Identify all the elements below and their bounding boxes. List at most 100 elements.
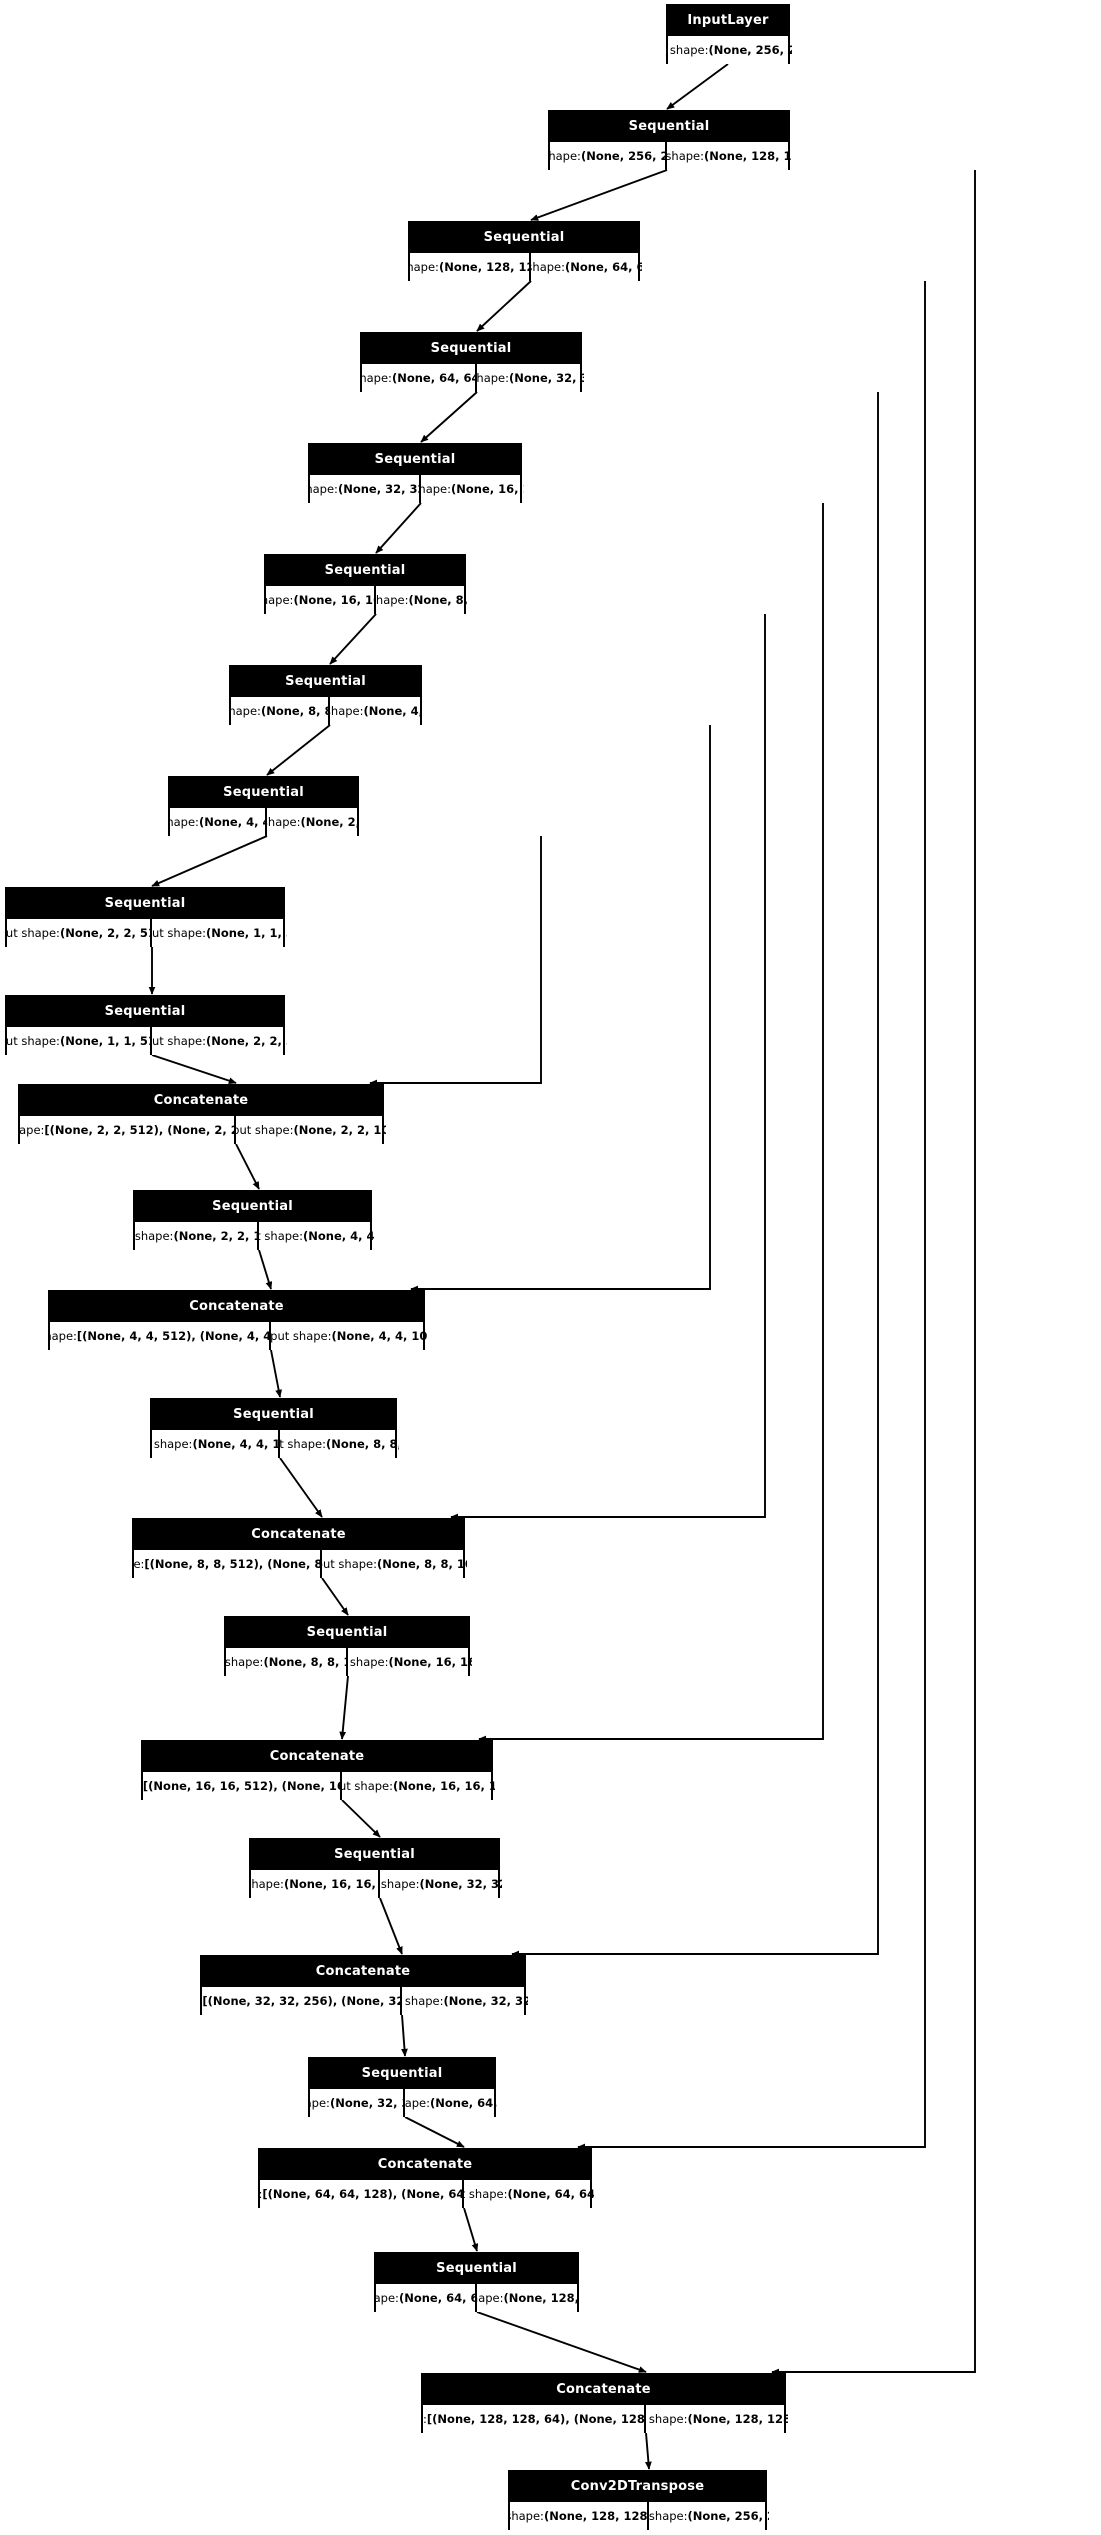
layer-node-sequential[interactable]: SequentialInput shape:(None, 4, 4, 512)O…: [168, 776, 361, 836]
layer-node-title: InputLayer: [668, 6, 788, 36]
output-shape-cell: Output shape:(None, 2, 2, 512): [152, 1027, 287, 1055]
edge-main: [530, 169, 668, 221]
output-shape-label: Output shape:: [477, 2291, 504, 2305]
layer-node-title: Sequential: [310, 445, 520, 475]
layer-node-sequential[interactable]: SequentialInput shape:(None, 2, 2, 1024)…: [133, 1190, 374, 1250]
layer-node-shapes: Input shape:(None, 64, 64, 128)Output sh…: [362, 364, 584, 392]
layer-node-concatenate[interactable]: ConcatenateInput shape:[(None, 128, 128,…: [421, 2373, 788, 2433]
input-shape-cell: Input shape:(None, 128, 128, 64): [410, 253, 531, 281]
edge-main: [151, 1054, 237, 1084]
input-shape-cell: Input shape:(None, 16, 16, 512): [266, 586, 376, 614]
edge-skip: [369, 836, 542, 1087]
input-shape-value: (None, 8, 8, 1024): [263, 1655, 346, 1669]
edge-skip: [450, 614, 766, 1521]
layer-node-concatenate[interactable]: ConcatenateInput shape:[(None, 8, 8, 512…: [132, 1518, 467, 1578]
input-shape-value: (None, 32, 32, 512): [329, 2096, 403, 2110]
layer-node-sequential[interactable]: SequentialInput shape:(None, 128, 128, 6…: [408, 221, 642, 281]
input-shape-label: Input shape:: [7, 926, 60, 940]
edge-main: [476, 280, 532, 332]
output-shape-cell: Output shape:(None, 32, 32, 256): [380, 1870, 502, 1898]
output-shape-value: (None, 1, 1, 512): [206, 926, 287, 940]
input-shape-cell: Input shape:[(None, 128, 128, 64), (None…: [423, 2405, 646, 2433]
layer-node-title: Concatenate: [260, 2150, 590, 2180]
layer-node-sequential[interactable]: SequentialInput shape:(None, 256, 256, 3…: [548, 110, 792, 170]
layer-node-concatenate[interactable]: ConcatenateInput shape:[(None, 16, 16, 5…: [141, 1740, 495, 1800]
layer-node-concatenate[interactable]: ConcatenateInput shape:[(None, 64, 64, 1…: [258, 2148, 594, 2208]
output-shape-cell: Output shape:(None, 4, 4, 512): [259, 1222, 374, 1250]
output-shape-label: Output shape:: [259, 1229, 304, 1243]
layer-node-sequential[interactable]: SequentialInput shape:(None, 32, 32, 256…: [308, 443, 524, 503]
output-shape-cell: Output shape:(None, 2, 2, 512): [267, 808, 361, 836]
layer-node-shapes: Input shape:(None, 128, 128, 128)Output …: [510, 2502, 769, 2530]
input-shape-label: Input shape:: [266, 593, 294, 607]
layer-node-sequential[interactable]: SequentialInput shape:(None, 8, 8, 512)O…: [229, 665, 424, 725]
input-shape-cell: Input shape:[(None, 4, 4, 512), (None, 4…: [50, 1322, 271, 1350]
layer-node-concatenate[interactable]: ConcatenateInput shape:[(None, 4, 4, 512…: [48, 1290, 427, 1350]
output-shape-value: (None, 32, 32, 256): [419, 1877, 502, 1891]
layer-node-title: Concatenate: [50, 1292, 423, 1322]
layer-node-sequential[interactable]: SequentialInput shape:(None, 64, 64, 128…: [360, 332, 584, 392]
layer-node-title: Concatenate: [143, 1742, 491, 1772]
input-shape-cell: Input shape:[(None, 2, 2, 512), (None, 2…: [20, 1116, 236, 1144]
layer-node-concatenate[interactable]: ConcatenateInput shape:[(None, 2, 2, 512…: [18, 1084, 386, 1144]
edge-main: [645, 2432, 652, 2470]
output-shape-cell: Output shape:(None, 32, 32, 256): [477, 364, 584, 392]
layer-node-sequential[interactable]: SequentialInput shape:(None, 2, 2, 512)O…: [5, 887, 287, 947]
input-shape-cell: Input shape:(None, 4, 4, 512): [170, 808, 267, 836]
layer-node-sequential[interactable]: SequentialInput shape:(None, 32, 32, 512…: [308, 2057, 498, 2117]
layer-node-shapes: Input shape:[(None, 64, 64, 128), (None,…: [260, 2180, 594, 2208]
input-shape-label: Input shape:: [260, 2187, 262, 2201]
layer-node-conv2dtranspose[interactable]: Conv2DTransposeInput shape:(None, 128, 1…: [508, 2470, 769, 2530]
output-shape-value: (None, 2, 2, 1024): [293, 1123, 386, 1137]
input-shape-label: Input shape:: [20, 1123, 45, 1137]
output-shape-label: Output shape:: [421, 482, 452, 496]
layer-node-shapes: Input shape:(None, 1, 1, 512)Output shap…: [7, 1027, 287, 1055]
layer-node-sequential[interactable]: SequentialInput shape:(None, 8, 8, 1024)…: [224, 1616, 472, 1676]
output-shape-label: Output shape:: [668, 43, 709, 57]
input-shape-cell: Input shape:(None, 256, 256, 3): [550, 142, 667, 170]
input-shape-cell: Input shape:(None, 64, 64, 256): [376, 2284, 477, 2312]
output-shape-label: Output shape:: [402, 1994, 444, 2008]
output-shape-cell: Output shape:(None, 8, 8, 1024): [322, 1550, 467, 1578]
output-shape-label: Output shape:: [267, 815, 301, 829]
layer-node-shapes: Input shape:(None, 32, 32, 512)Output sh…: [310, 2089, 498, 2117]
input-shape-label: Input shape:: [170, 815, 199, 829]
input-shape-value: [(None, 4, 4, 512), (None, 4, 4, 512)]: [76, 1329, 271, 1343]
input-shape-value: (None, 2, 2, 1024): [173, 1229, 257, 1243]
input-shape-label: Input shape:: [226, 1655, 264, 1669]
layer-node-concatenate[interactable]: ConcatenateInput shape:[(None, 32, 32, 2…: [200, 1955, 528, 2015]
input-shape-cell: Input shape:(None, 4, 4, 1024): [152, 1430, 280, 1458]
layer-node-shapes: Input shape:(None, 16, 16, 512)Output sh…: [266, 586, 468, 614]
layer-node-title: Sequential: [152, 1400, 395, 1430]
edge-main: [279, 1457, 323, 1518]
layer-node-sequential[interactable]: SequentialInput shape:(None, 4, 4, 1024)…: [150, 1398, 399, 1458]
layer-node-sequential[interactable]: SequentialInput shape:(None, 16, 16, 102…: [249, 1838, 502, 1898]
layer-node-shapes: Input shape:(None, 256, 256, 3)Output sh…: [550, 142, 792, 170]
input-shape-cell: Input shape:(None, 8, 8, 1024): [226, 1648, 348, 1676]
output-shape-cell: Output shape:(None, 128, 128, 128): [646, 2405, 788, 2433]
output-shape-value: (None, 2, 2, 512): [300, 815, 361, 829]
output-shape-cell: Output shape:(None, 16, 16, 512): [421, 475, 524, 503]
input-shape-value: (None, 128, 128, 128): [543, 2509, 648, 2523]
output-shape-value: (None, 8, 8, 512): [408, 593, 468, 607]
input-shape-label: Input shape:: [134, 1557, 145, 1571]
output-shape-cell: Output shape:(None, 4, 4, 1024): [271, 1322, 427, 1350]
layer-node-title: Sequential: [266, 556, 464, 586]
input-shape-value: (None, 2, 2, 512): [59, 926, 150, 940]
layer-node-inputlayer[interactable]: InputLayerOutput shape:(None, 256, 256, …: [666, 4, 792, 64]
layer-node-shapes: Input shape:(None, 2, 2, 1024)Output sha…: [135, 1222, 374, 1250]
input-shape-value: (None, 16, 16, 512): [293, 593, 374, 607]
input-shape-value: [(None, 8, 8, 512), (None, 8, 8, 512)]: [144, 1557, 322, 1571]
input-shape-label: Input shape:: [510, 2509, 544, 2523]
input-shape-cell: Input shape:[(None, 8, 8, 512), (None, 8…: [134, 1550, 322, 1578]
layer-node-sequential[interactable]: SequentialInput shape:(None, 16, 16, 512…: [264, 554, 468, 614]
layer-node-sequential[interactable]: SequentialInput shape:(None, 64, 64, 256…: [374, 2252, 581, 2312]
input-shape-label: Input shape:: [550, 149, 581, 163]
input-shape-cell: Input shape:(None, 2, 2, 1024): [135, 1222, 259, 1250]
layer-node-title: Sequential: [251, 1840, 498, 1870]
output-shape-value: (None, 8, 8, 1024): [377, 1557, 467, 1571]
output-shape-cell: Output shape:(None, 4, 4, 512): [330, 697, 424, 725]
edge-main: [375, 502, 422, 554]
layer-node-sequential[interactable]: SequentialInput shape:(None, 1, 1, 512)O…: [5, 995, 287, 1055]
input-shape-value: (None, 4, 4, 512): [198, 815, 265, 829]
